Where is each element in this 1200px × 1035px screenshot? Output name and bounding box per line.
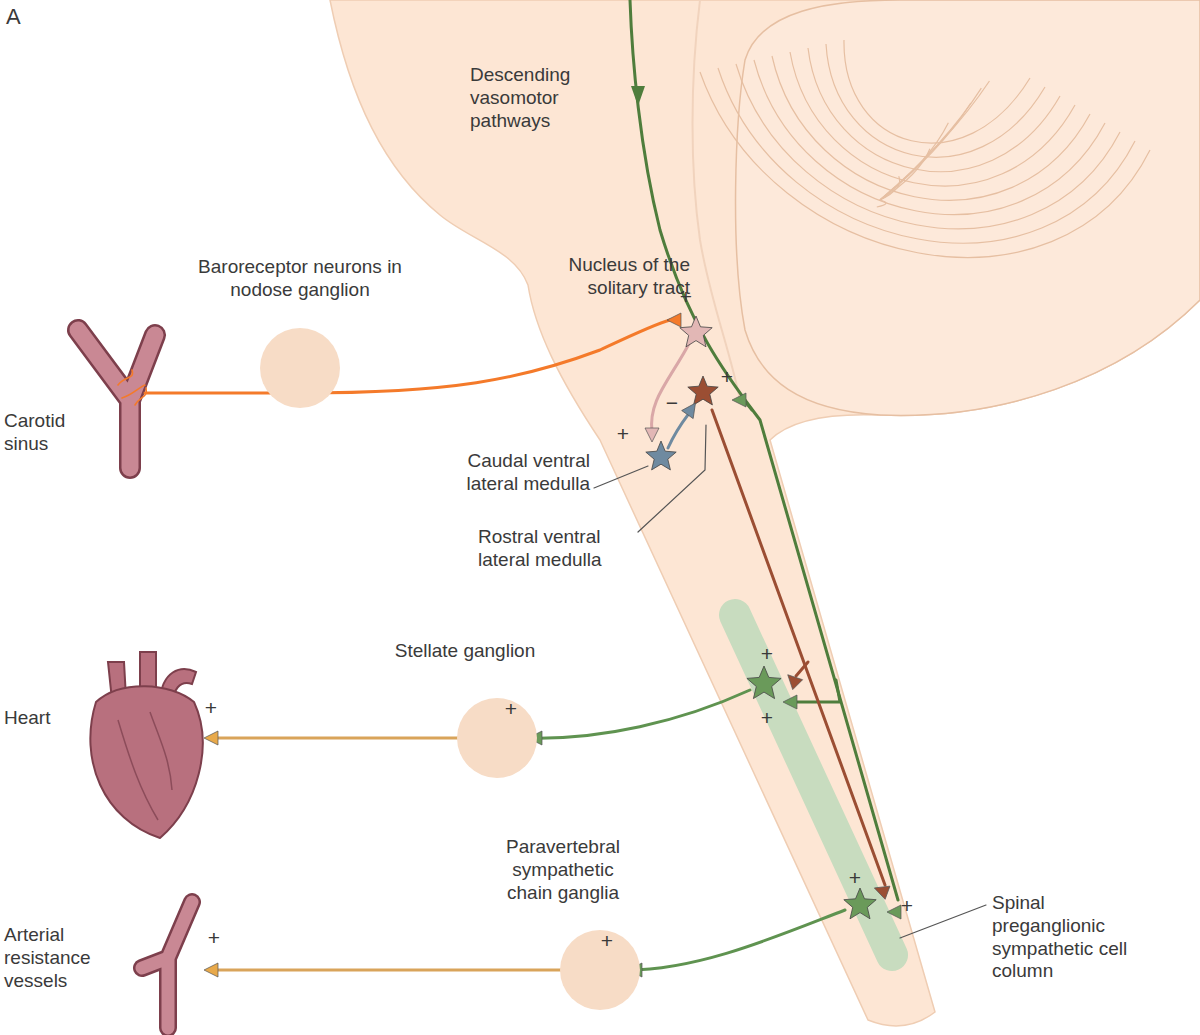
- folium-line: [736, 64, 1120, 229]
- carotid-artery: [78, 330, 155, 468]
- synaptic-terminal: [682, 399, 701, 418]
- ganglion-circle: Stellate ganglion +: [390, 640, 540, 780]
- heart: [90, 652, 202, 838]
- nucleus-label: Rostral ventral lateral medulla: [478, 526, 648, 572]
- sign-plus: +: [846, 867, 864, 888]
- sign-plus: +: [202, 697, 220, 718]
- arbor-branch: [877, 200, 886, 207]
- neuron-cell: [747, 666, 781, 699]
- panel-letter: A: [6, 4, 36, 30]
- synaptic-terminal: [732, 393, 746, 407]
- neuron-cell: [688, 376, 718, 405]
- pathways: [145, 0, 986, 970]
- neurons: [204, 313, 901, 985]
- organ-label: Heart: [4, 707, 84, 730]
- synaptic-terminal: [667, 313, 681, 327]
- folium-line: [790, 52, 1075, 186]
- vessel-label: Arterial resistance vessels: [4, 924, 114, 992]
- synaptic-terminal: [645, 428, 659, 442]
- pathway-label: Descending vasomotor pathways: [470, 64, 600, 132]
- arbor-branch: [880, 88, 981, 200]
- arbor-branch: [880, 81, 989, 200]
- synaptic-terminal: [783, 695, 797, 709]
- ganglion-label: Paravertebral sympathetic chain ganglia: [488, 836, 638, 904]
- ganglion-disc: [260, 328, 340, 408]
- synaptic-terminal: [783, 670, 803, 690]
- nucleus-label: Caudal ventral lateral medulla: [420, 450, 590, 496]
- ganglion-circle: Paravertebral sympathetic chain ganglia +: [478, 836, 653, 1016]
- sign-plus: +: [758, 643, 776, 664]
- nucleus-label: Nucleus of the solitary tract: [530, 254, 690, 300]
- folium-line: [772, 56, 1090, 200]
- sign-plus: +: [718, 366, 736, 387]
- neuron-cell: [844, 888, 876, 919]
- synaptic-terminal: [872, 881, 890, 899]
- ganglion-circle: Baroreceptor neurons in nodose ganglion: [175, 256, 425, 416]
- ganglion-disc: [560, 930, 640, 1010]
- ganglion-disc: [457, 698, 537, 778]
- sign-minus: −: [664, 392, 680, 413]
- sign-plus: +: [614, 423, 632, 444]
- folium-line: [844, 40, 1030, 143]
- ganglion-label: Stellate ganglion: [390, 640, 540, 663]
- cerebellum-folia: [700, 40, 1150, 257]
- sign-plus: +: [502, 698, 520, 719]
- brainstem-outline: [330, 0, 1200, 1026]
- cerebellum-outline: [736, 0, 1200, 415]
- sign-plus: +: [205, 927, 223, 948]
- neuron-cell: [680, 316, 712, 347]
- sign-plus: +: [598, 930, 616, 951]
- column-label: Spinal preganglionic sympathetic cell co…: [992, 892, 1142, 983]
- ganglion-label: Baroreceptor neurons in nodose ganglion: [175, 256, 425, 302]
- resistance-vessel: [142, 902, 192, 1028]
- folium-line: [754, 60, 1105, 215]
- folium-line: [826, 44, 1045, 157]
- sign-plus: +: [677, 286, 695, 307]
- folium-line: [808, 48, 1060, 172]
- synaptic-terminal: [204, 963, 218, 977]
- arbor-branch: [880, 149, 930, 200]
- arbor-branch: [880, 123, 948, 200]
- neuron-cell: [646, 441, 676, 470]
- arbor-branch: [880, 103, 971, 200]
- sign-plus: +: [758, 707, 776, 728]
- sign-plus: +: [898, 895, 916, 916]
- folium-line: [700, 72, 1150, 257]
- synaptic-terminal: [887, 905, 901, 919]
- cell-column: [735, 615, 892, 955]
- synaptic-terminal: [204, 731, 218, 745]
- vessel-label: Carotid sinus: [4, 410, 99, 456]
- arrowhead: [631, 86, 645, 106]
- folium-line: [718, 68, 1135, 243]
